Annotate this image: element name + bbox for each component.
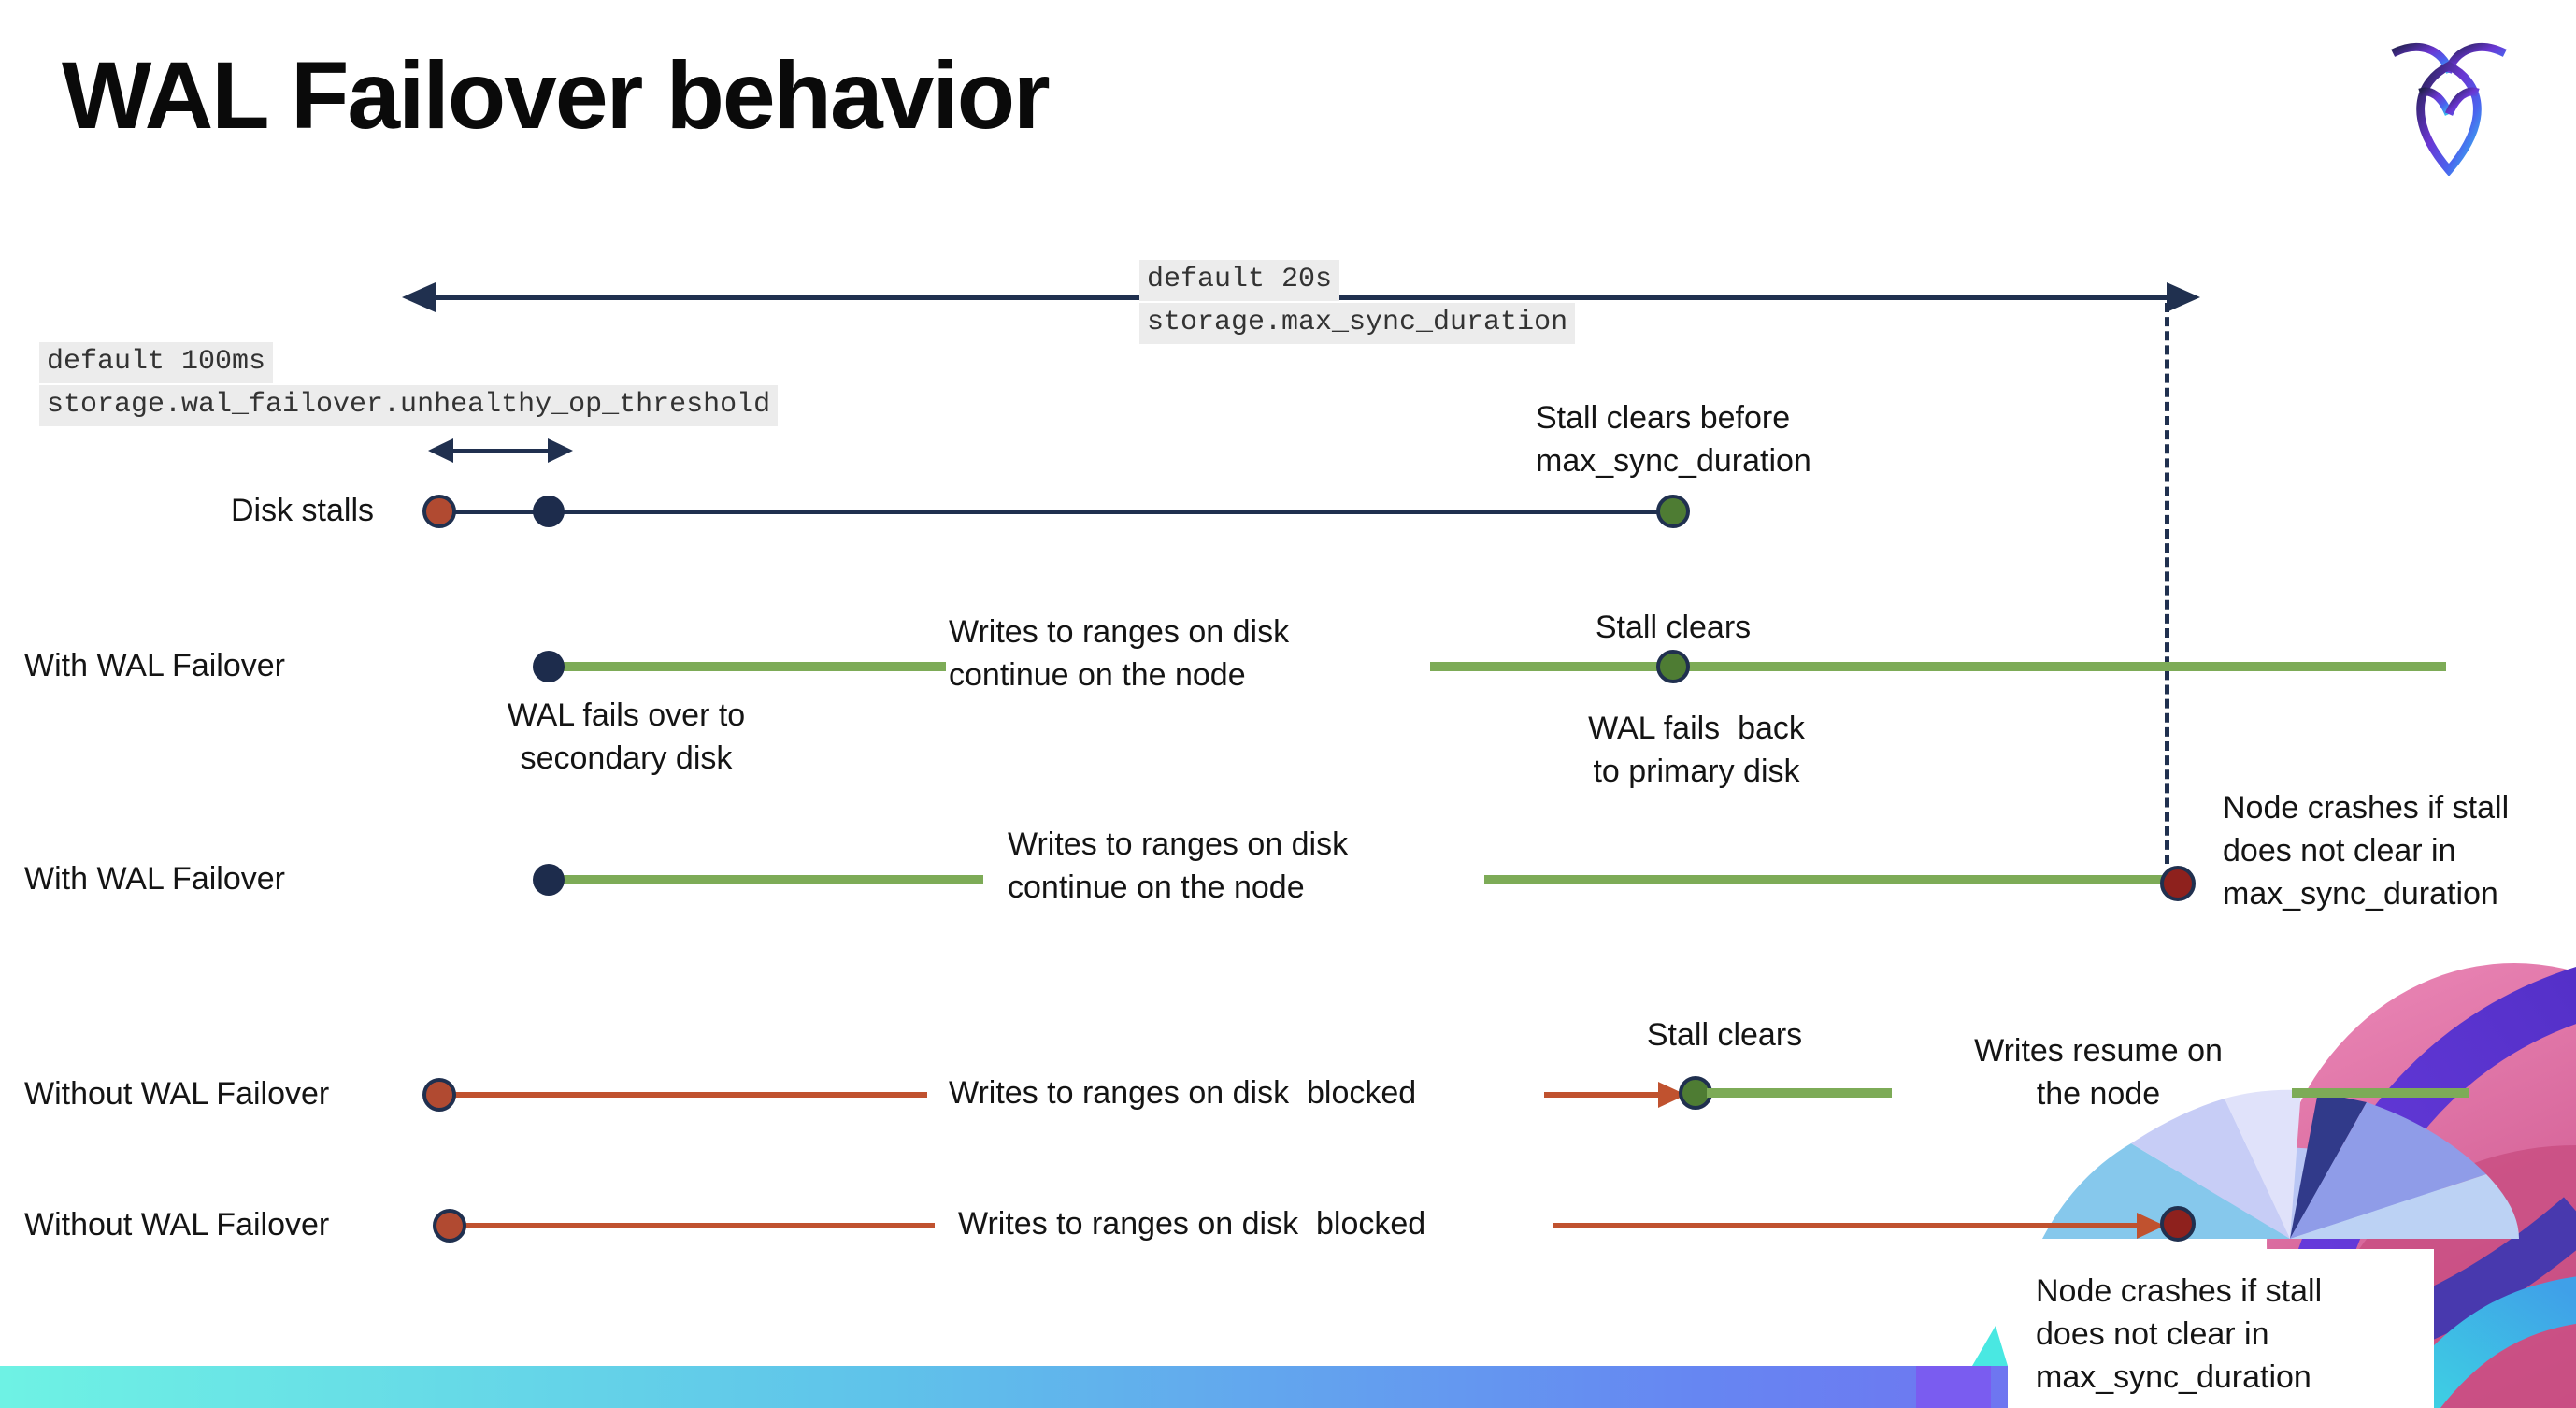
- page-title: WAL Failover behavior: [62, 42, 1051, 149]
- note-node-crashes-with-wal: Node crashes if stall does not clear in …: [2223, 790, 2510, 912]
- writes-continue-line: [1430, 662, 2446, 671]
- node-crash-callout-box: Node crashes if stall does not clear in …: [2008, 1249, 2434, 1408]
- note-writes-continue-2: Writes to ranges on disk continue on the…: [1008, 826, 1349, 905]
- failover-threshold-dot: [533, 496, 565, 527]
- wal-failover-dot: [533, 651, 565, 682]
- row-label-without-wal-failover-2: Without WAL Failover: [24, 1207, 330, 1243]
- writes-blocked-line: [451, 1223, 935, 1228]
- row-label-disk-stalls: Disk stalls: [231, 493, 375, 528]
- note-node-crashes-without-wal: Node crashes if stall does not clear in …: [2036, 1273, 2323, 1395]
- max-sync-default-label: default 20s: [1139, 260, 1340, 301]
- note-writes-resume: Writes resume on the node: [1974, 1033, 2223, 1112]
- note-stall-clears-before: Stall clears before max_sync_duration: [1536, 400, 1811, 479]
- note-wal-fails-over: WAL fails over to secondary disk: [507, 697, 746, 776]
- cockroachdb-logo-icon: [2391, 42, 2507, 176]
- writes-continue-line: [1484, 875, 2167, 884]
- unhealthy-op-threshold-annotation: default 100ms storage.wal_failover.unhea…: [39, 342, 779, 428]
- writes-blocked-line: [439, 1092, 927, 1098]
- arrowhead-right-icon: [2167, 282, 2200, 312]
- disk-stall-start-dot: [422, 1078, 456, 1112]
- max-sync-setting-label: storage.max_sync_duration: [1139, 303, 1576, 344]
- max-sync-duration-annotation: default 20s storage.max_sync_duration: [1139, 260, 1576, 346]
- writes-continue-line: [553, 662, 946, 671]
- arrowhead-left-icon: [402, 282, 436, 312]
- note-stall-clears-with-wal: Stall clears: [1595, 610, 1752, 645]
- arrowhead-left-icon: [428, 438, 453, 463]
- writes-resume-line: [2292, 1088, 2469, 1098]
- row-label-with-wal-failover-1: With WAL Failover: [24, 648, 285, 683]
- note-writes-blocked-1: Writes to ranges on disk blocked: [949, 1075, 1417, 1111]
- row-label-with-wal-failover-2: With WAL Failover: [24, 861, 285, 897]
- disk-stall-start-dot: [422, 495, 456, 528]
- unhealthy-op-default-label: default 100ms: [39, 342, 274, 383]
- stall-clears-dot: [1656, 650, 1690, 683]
- note-writes-continue-1: Writes to ranges on disk continue on the…: [949, 614, 1290, 693]
- writes-blocked-arrow-line: [1553, 1223, 2139, 1228]
- note-stall-clears-without-wal: Stall clears: [1646, 1017, 1803, 1053]
- max-sync-deadline-dashed-line: [2165, 303, 2169, 864]
- wal-failover-dot: [533, 864, 565, 896]
- node-crash-dot: [2160, 1206, 2196, 1242]
- note-writes-blocked-2: Writes to ranges on disk blocked: [958, 1206, 1426, 1242]
- arrowhead-right-icon: [548, 438, 573, 463]
- unhealthy-op-arrow-line: [447, 449, 551, 453]
- disk-stall-timeline-line: [439, 510, 1673, 514]
- writes-resume-line: [1707, 1088, 1892, 1098]
- disk-stall-start-dot: [433, 1209, 466, 1243]
- writes-blocked-arrow-line: [1544, 1092, 1660, 1098]
- row-label-without-wal-failover-1: Without WAL Failover: [24, 1076, 330, 1112]
- node-crash-dot: [2160, 866, 2196, 901]
- unhealthy-op-setting-label: storage.wal_failover.unhealthy_op_thresh…: [39, 385, 779, 426]
- stall-clears-dot: [1656, 495, 1690, 528]
- note-wal-fails-back: WAL fails back to primary disk: [1588, 711, 1805, 789]
- writes-continue-line: [553, 875, 983, 884]
